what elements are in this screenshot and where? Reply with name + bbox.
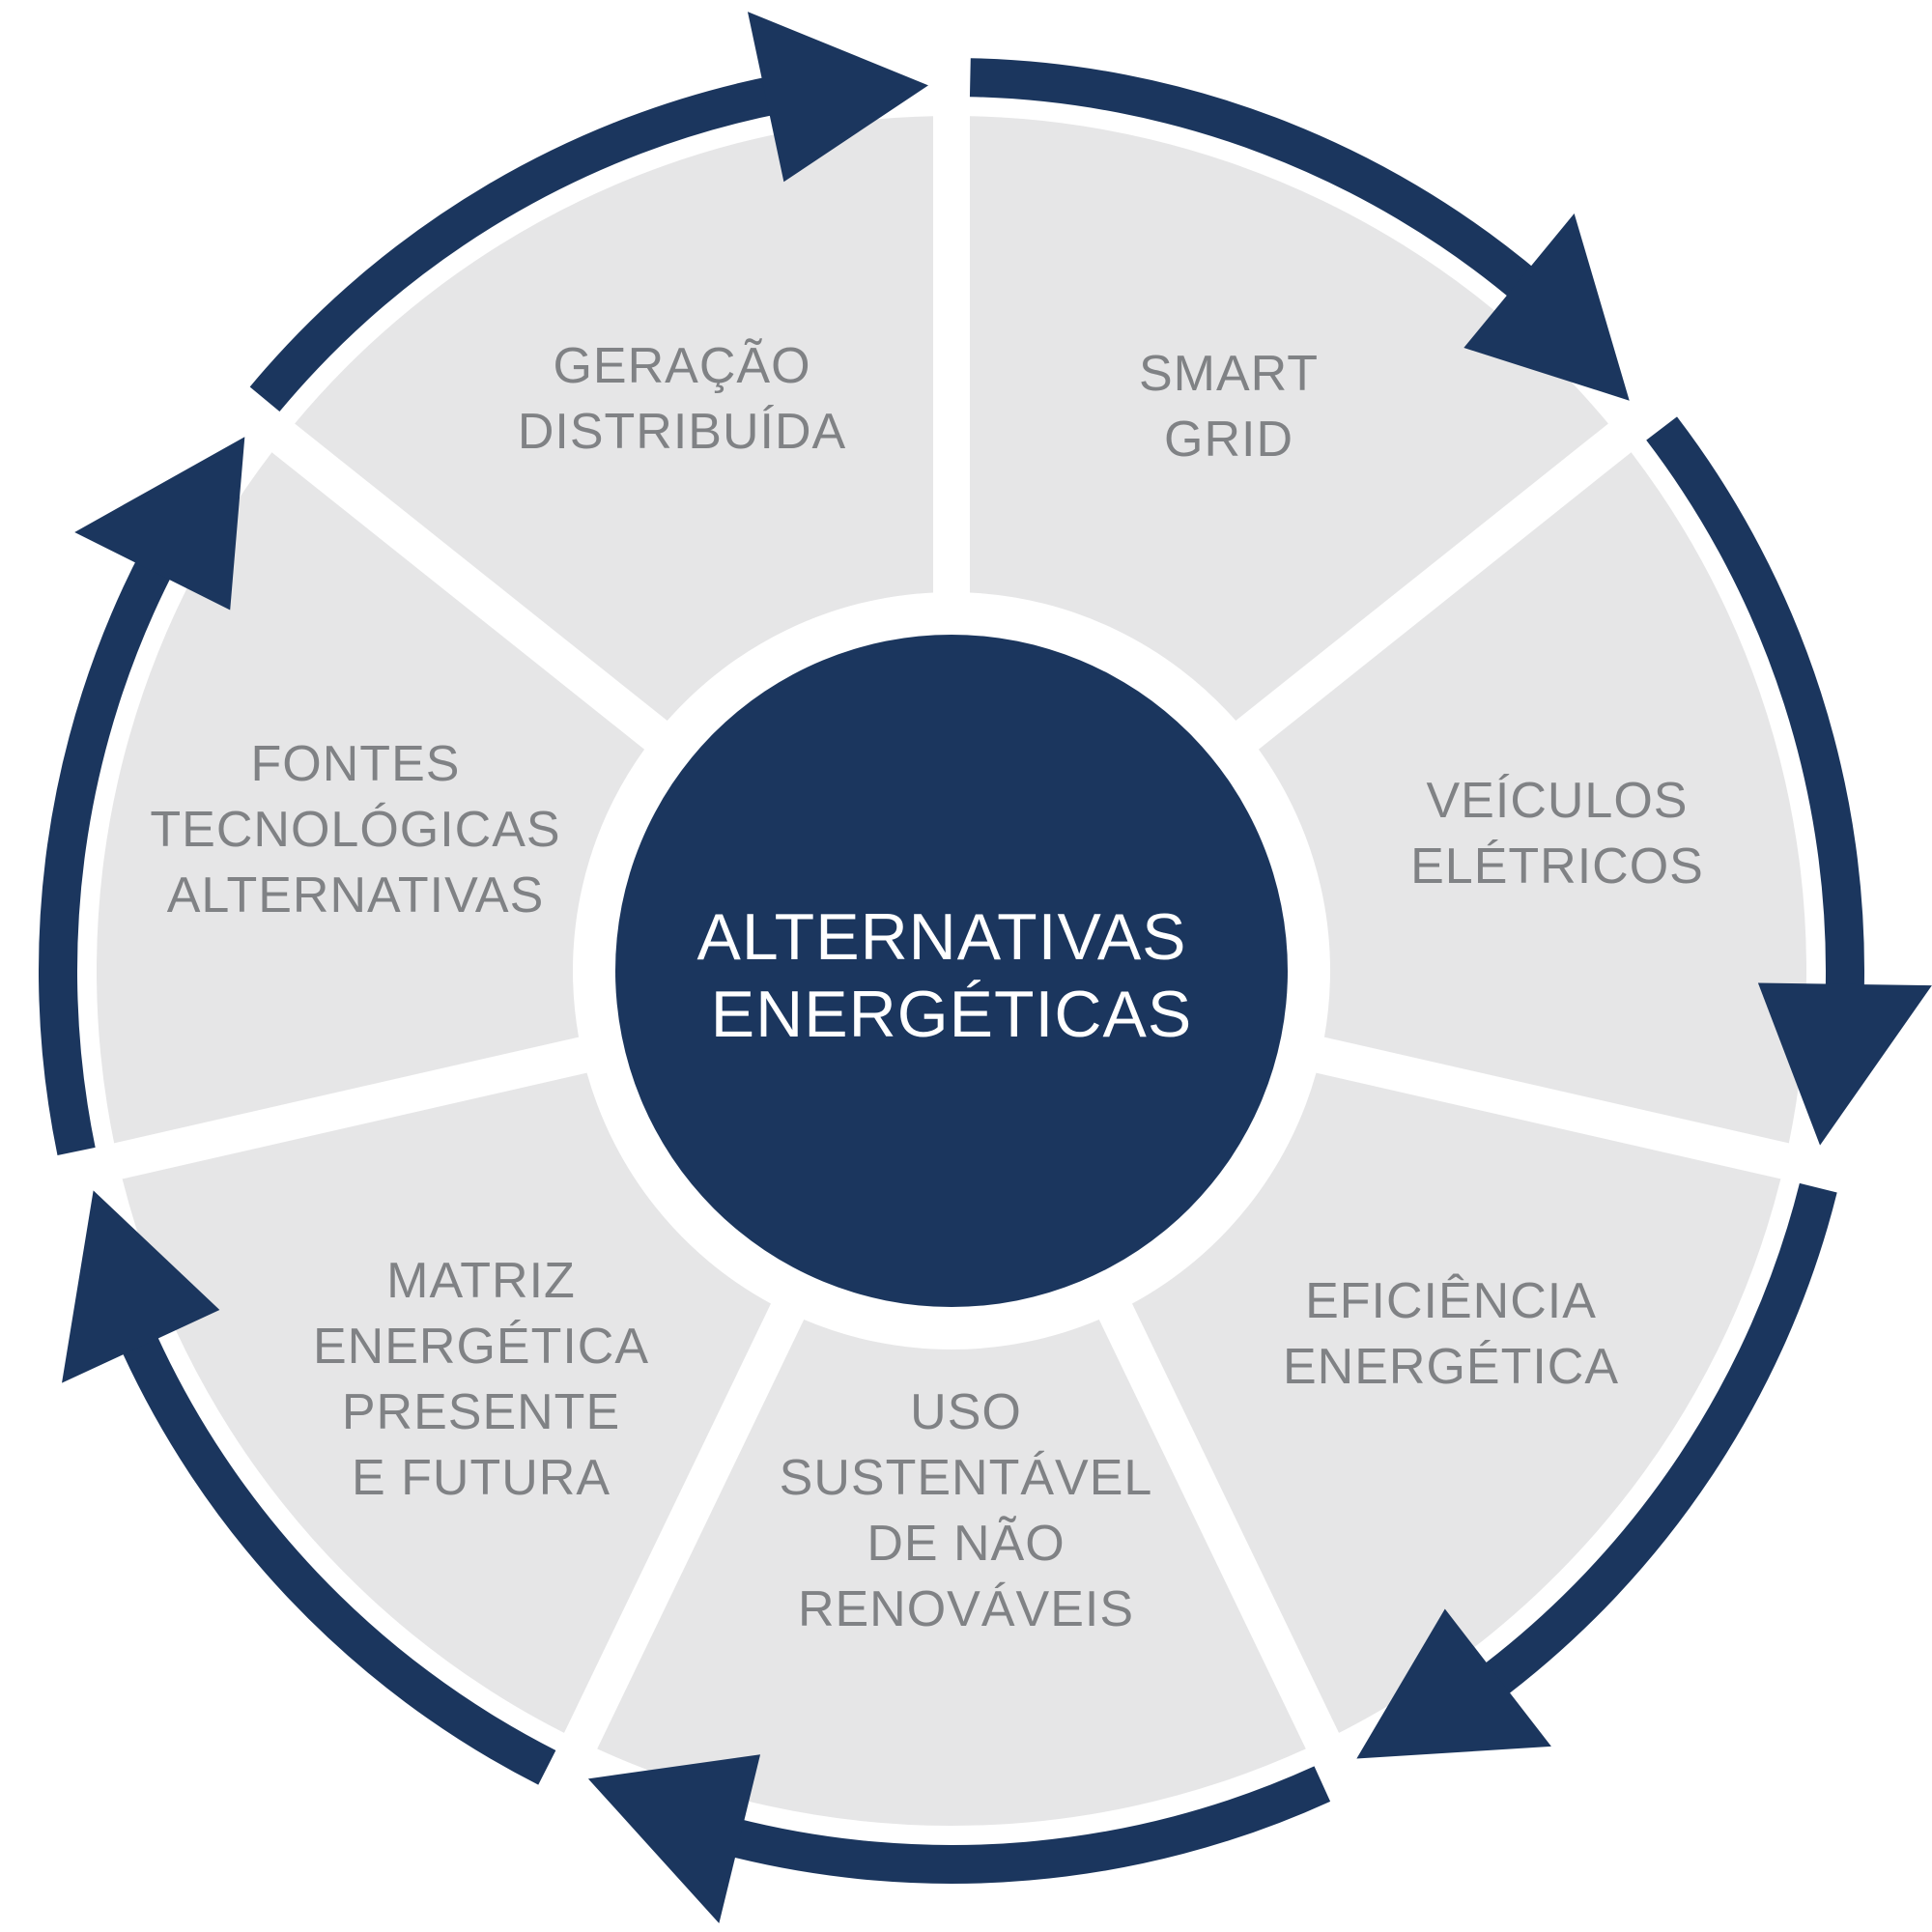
segment-label-line: TECNOLÓGICAS xyxy=(150,802,560,858)
center-title-line-2: ENERGÉTICAS xyxy=(711,978,1192,1051)
segment-label-line: SUSTENTÁVEL xyxy=(780,1450,1153,1506)
segment-label-line: E FUTURA xyxy=(352,1450,611,1506)
segment-label-line: USO xyxy=(910,1384,1022,1440)
segment-label-veiculos-eletricos: VEÍCULOS ELÉTRICOS xyxy=(1410,773,1704,895)
cycle-arrow-head xyxy=(1356,1608,1551,1759)
arrows-layer xyxy=(38,12,1932,1924)
center-layer: ALTERNATIVAS ENERGÉTICAS xyxy=(615,635,1288,1307)
center-circle xyxy=(615,635,1288,1307)
cycle-arrow-body xyxy=(969,58,1544,306)
cycle-arrow-body xyxy=(1646,416,1865,1001)
segment-label-line: FONTES xyxy=(251,736,461,792)
segment-label-smart-grid: SMART GRID xyxy=(1139,346,1319,468)
segment-label-line: MATRIZ xyxy=(386,1253,576,1309)
cycle-arrow-body xyxy=(116,1324,556,1785)
segment-label-matriz-energetica: MATRIZ ENERGÉTICA PRESENTE E FUTURA xyxy=(313,1253,649,1506)
cycle-arrow-body xyxy=(1474,1182,1837,1703)
segment-label-line: SMART xyxy=(1139,346,1319,402)
segment-label-line: DE NÃO xyxy=(867,1516,1065,1572)
cycle-arrow-head xyxy=(1463,213,1630,401)
segment-fontes-tecnologicas xyxy=(96,452,645,1144)
segment-label-uso-sustentavel: USO SUSTENTÁVEL DE NÃO RENOVÁVEIS xyxy=(780,1384,1153,1637)
segment-label-line: ELÉTRICOS xyxy=(1410,838,1704,895)
segment-label-fontes-tecnologicas: FONTES TECNOLÓGICAS ALTERNATIVAS xyxy=(150,736,560,923)
segment-label-line: ENERGÉTICA xyxy=(313,1319,649,1375)
segment-uso-sustentavel xyxy=(597,1320,1306,1827)
cycle-arrow-head xyxy=(62,1190,220,1383)
cycle-arrow-body xyxy=(249,74,785,412)
segment-veiculos-eletricos xyxy=(1258,452,1807,1144)
segment-eficiencia-energetica xyxy=(1131,1072,1781,1733)
segment-label-line: GRID xyxy=(1164,412,1293,468)
cycle-arrow-body xyxy=(719,1766,1331,1884)
cycle-arrow-head xyxy=(747,12,928,183)
center-title: ALTERNATIVAS ENERGÉTICAS xyxy=(697,900,1207,1051)
segments-layer: SMART GRID VEÍCULOS ELÉTRICOS EFICIÊNCIA ENER… xyxy=(96,116,1807,1827)
segment-label-eficiencia-energetica: EFICIÊNCIA ENERGÉTICA xyxy=(1283,1273,1619,1395)
cycle-arrow-head xyxy=(1757,982,1932,1146)
segment-label-line: VEÍCULOS xyxy=(1427,773,1689,829)
segment-geracao-distribuida xyxy=(295,116,934,722)
segment-label-line: EFICIÊNCIA xyxy=(1305,1273,1597,1329)
center-title-line-1: ALTERNATIVAS xyxy=(697,900,1187,974)
segment-label-geracao-distribuida: GERAÇÃO DISTRIBUÍDA xyxy=(518,338,846,460)
segment-label-line: ENERGÉTICA xyxy=(1283,1339,1619,1395)
cycle-arrow-head xyxy=(74,437,245,611)
segment-smart-grid xyxy=(969,116,1608,722)
cycle-arrow-head xyxy=(587,1754,761,1924)
segment-label-line: RENOVÁVEIS xyxy=(798,1581,1134,1637)
segment-label-line: GERAÇÃO xyxy=(553,338,810,394)
cycle-arrow-body xyxy=(38,548,177,1155)
segment-label-line: DISTRIBUÍDA xyxy=(518,404,846,460)
segment-label-line: PRESENTE xyxy=(342,1384,620,1440)
segment-label-line: ALTERNATIVAS xyxy=(167,867,545,923)
segment-matriz-energetica xyxy=(122,1072,772,1733)
